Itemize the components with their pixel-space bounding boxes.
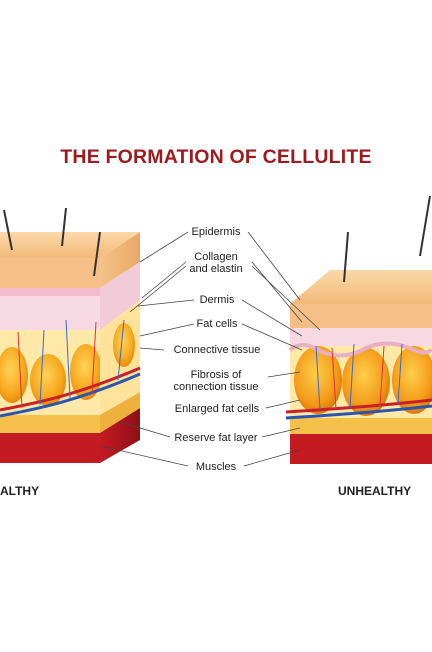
healthy-muscle-layer <box>0 433 100 463</box>
fat-cell <box>30 354 66 406</box>
label-fat-cells: Fat cells <box>196 318 238 330</box>
hair <box>61 207 67 247</box>
caption-unhealthy: UNHEALTHY <box>338 484 412 498</box>
label-reserve-fat-layer: Reserve fat layer <box>174 432 258 444</box>
unhealthy-dermis-layer <box>290 328 432 346</box>
healthy-artery <box>0 366 141 412</box>
hair <box>3 209 13 251</box>
label-dermis: Dermis <box>199 294 235 306</box>
label-epidermis: Epidermis <box>191 226 241 238</box>
label-enlarged-fat-cells: Enlarged fat cells <box>174 403 260 415</box>
unhealthy-artery <box>285 398 432 414</box>
unhealthy-reserve-fat <box>290 418 432 434</box>
hair <box>343 231 349 283</box>
healthy-reserve-fat <box>0 415 100 433</box>
unhealthy-skin-surface <box>290 270 432 304</box>
hair <box>93 231 101 277</box>
label-connective-tissue: Connective tissue <box>173 344 261 356</box>
label-muscles: Muscles <box>195 461 237 473</box>
unhealthy-vein <box>285 404 432 420</box>
hair <box>419 195 431 257</box>
label-collagen-elastin: Collagen and elastin <box>189 251 243 275</box>
enlarged-fat-cell <box>342 348 390 416</box>
healthy-skin-block <box>0 207 141 463</box>
healthy-vein <box>0 372 141 418</box>
diagram-title: THE FORMATION OF CELLULITE <box>60 146 372 168</box>
caption-healthy: ALTHY <box>0 484 40 498</box>
fat-cell <box>113 323 135 367</box>
unhealthy-epidermis-layer <box>290 304 432 328</box>
unhealthy-muscle-layer <box>290 434 432 464</box>
healthy-skin-surface <box>0 232 140 258</box>
healthy-epidermis-layer <box>0 258 100 288</box>
unhealthy-skin-block <box>285 195 432 464</box>
leader-lines <box>99 231 321 467</box>
enlarged-fat-cell <box>392 346 432 414</box>
label-fibrosis: Fibrosis of connection tissue <box>173 369 259 393</box>
